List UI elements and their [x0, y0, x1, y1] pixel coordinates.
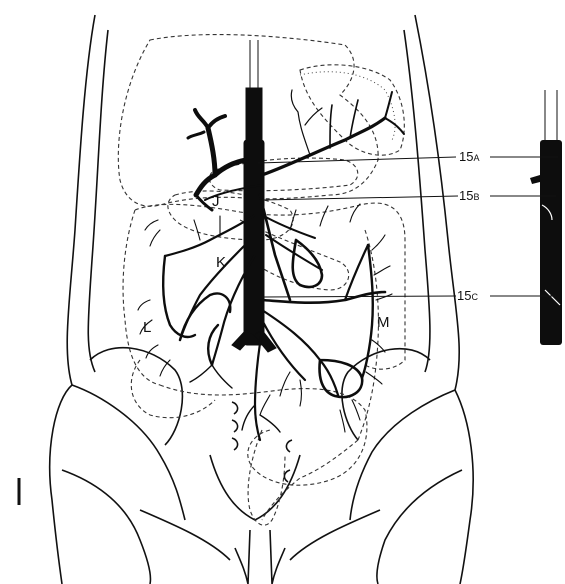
jejunal-loop: [293, 240, 322, 287]
superior-rectal-artery: [255, 330, 262, 440]
mark-3: [232, 438, 238, 450]
callout-labels: 15A 15B 15C: [457, 149, 479, 303]
sacrum: [210, 455, 300, 520]
callout-b-suffix: B: [473, 192, 479, 202]
callout-b-number: 15: [459, 188, 473, 203]
inset-branch-a: [530, 175, 540, 184]
dotted-region: [300, 72, 395, 140]
callout-label-c: 15C: [457, 288, 478, 303]
left-gastric-fork-a: [195, 110, 208, 128]
left-flank-outline: [50, 15, 95, 584]
callout-line-b-left: [262, 196, 458, 200]
pelvis-right-wing: [350, 390, 455, 520]
callout-a-number: 15: [459, 149, 473, 164]
callout-c-number: 15: [457, 288, 471, 303]
splenic-branch-3: [350, 100, 358, 138]
inset-aorta: [540, 140, 562, 345]
right-flank-inner: [404, 30, 430, 372]
cecal-branches: [190, 365, 232, 388]
sigmoid-colon-outline: [262, 440, 358, 520]
callout-line-a-left: [258, 157, 456, 163]
side-aorta-inset: [530, 90, 562, 345]
pubic-lines: [235, 530, 285, 584]
hip-right: [377, 470, 462, 584]
right-colon-arcade-1: [163, 256, 195, 337]
callout-lines: [258, 157, 558, 297]
callout-c-suffix: C: [471, 292, 478, 302]
rectum-outline: [248, 430, 285, 525]
label-k: K: [216, 254, 226, 271]
arterial-branches: [138, 90, 404, 440]
hepatic-artery: [196, 175, 215, 195]
vasa-recta-right: [340, 235, 392, 432]
aorta-guide-lines: [250, 40, 258, 88]
left-gastric-artery: [208, 128, 215, 175]
splenic-artery: [262, 118, 385, 175]
mark-1: [232, 402, 238, 414]
spleen-dotted-border: [300, 72, 395, 140]
small-bowel-loops: [160, 385, 367, 485]
left-gastric-fork-c: [188, 132, 204, 138]
pelvic-marks: [232, 402, 292, 482]
vasa-recta-sigmoid: [260, 372, 302, 415]
label-j: J: [212, 193, 220, 210]
callout-label-b: 15B: [459, 188, 479, 203]
hip-left: [62, 470, 151, 584]
marginal-artery-left: [362, 245, 373, 378]
mark-4: [286, 440, 292, 452]
label-l: L: [143, 319, 151, 336]
aorta-upper-stub: [246, 88, 262, 143]
celiac-trunk: [215, 160, 246, 175]
mark-5: [284, 470, 290, 482]
label-m: M: [377, 314, 390, 331]
rectal-branches: [242, 405, 280, 432]
callout-a-suffix: A: [473, 153, 479, 163]
spleen-outline: [300, 65, 404, 155]
right-colon-arcade-2: [180, 294, 230, 340]
short-gastric-branches: [291, 90, 322, 155]
left-flank-inner: [88, 30, 108, 372]
callout-line-c-left: [262, 296, 456, 297]
vasa-recta-left: [138, 220, 170, 376]
pelvis-left-wing: [72, 385, 185, 520]
mark-2: [232, 420, 238, 432]
left-gastric-fork-b: [208, 116, 225, 128]
callout-label-a: 15A: [459, 149, 479, 164]
